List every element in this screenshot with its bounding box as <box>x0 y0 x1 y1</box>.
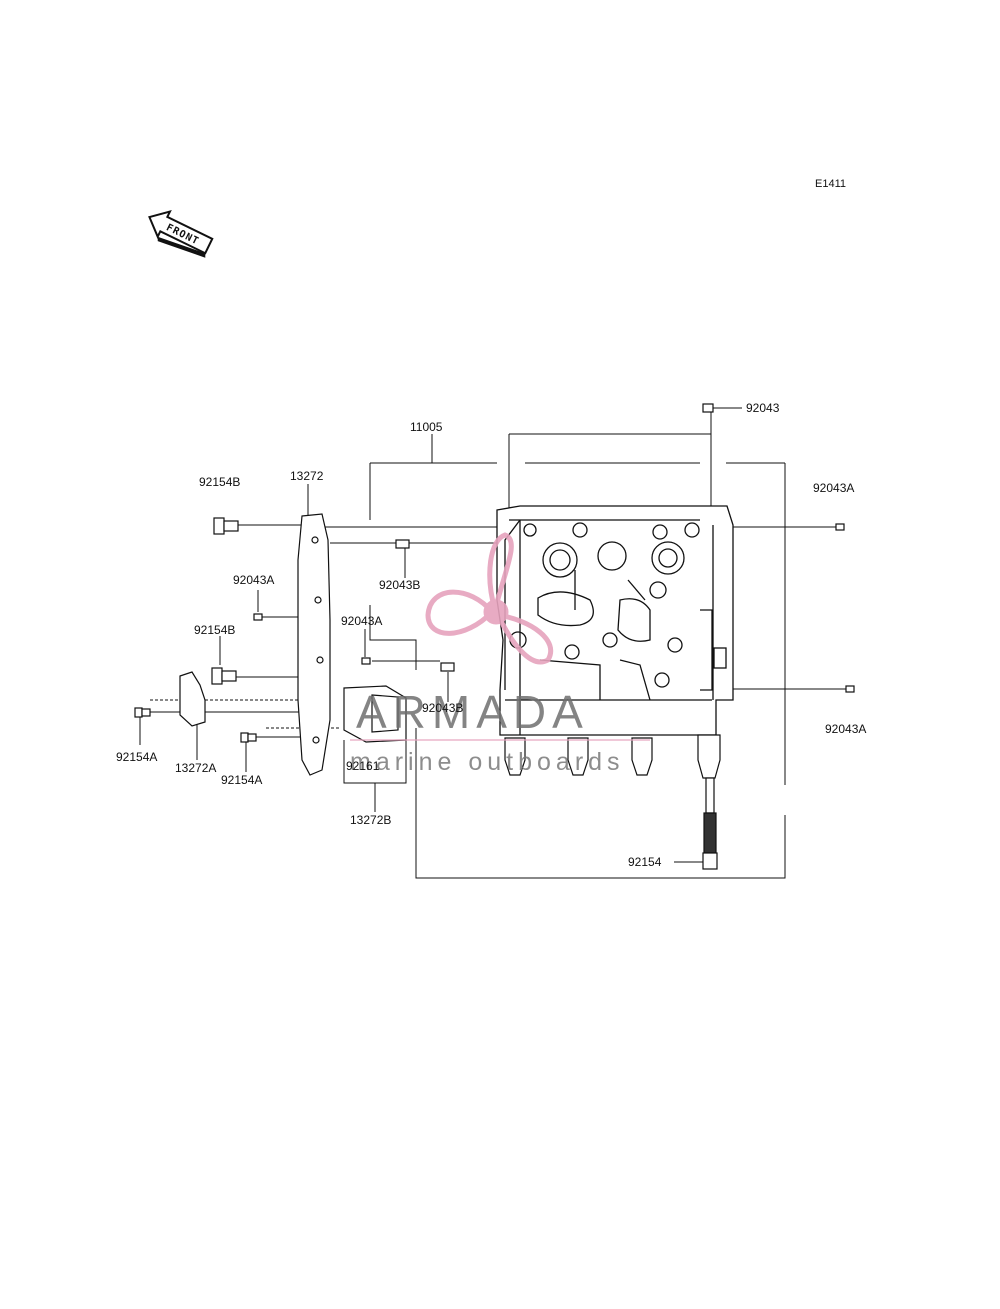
bolt-92154B-top <box>213 517 239 535</box>
label-92043A-left: 92043A <box>233 573 274 587</box>
front-arrow-icon: FRONT <box>148 209 214 258</box>
dowel-pins <box>253 403 855 693</box>
bolt-92154A-lower <box>240 732 257 743</box>
label-92043A-top: 92043A <box>813 481 854 495</box>
label-92043A-right: 92043A <box>825 722 866 736</box>
cylinder-block <box>496 505 734 736</box>
label-92043A-mid: 92043A <box>341 614 382 628</box>
label-92154A-lower: 92154A <box>221 773 262 787</box>
label-92154A-left: 92154A <box>116 750 157 764</box>
gasket-13272 <box>297 513 331 776</box>
label-13272B: 13272B <box>350 813 391 827</box>
diagram-code: E1411 <box>815 178 846 190</box>
plate-13272B <box>343 685 407 743</box>
label-92154: 92154 <box>628 855 662 869</box>
bolt-92154 <box>702 777 718 870</box>
propeller-logo-icon <box>425 532 553 665</box>
bearing-caps <box>504 734 721 779</box>
leader-lines <box>139 407 846 879</box>
watermark-tagline: marine outboards <box>350 748 625 776</box>
bracket-13272A <box>179 671 206 727</box>
label-92043B-lower: 92043B <box>422 701 463 715</box>
label-92043: 92043 <box>746 401 780 415</box>
bolt-92154A-left <box>134 707 151 718</box>
label-13272: 13272 <box>290 469 324 483</box>
bolt-92154B-mid <box>211 667 237 685</box>
label-92043B-upper: 92043B <box>379 578 420 592</box>
label-13272A: 13272A <box>175 761 216 775</box>
brand-watermark: ARMADA marine outboards <box>350 532 650 776</box>
label-92154B-mid: 92154B <box>194 623 235 637</box>
label-92154B-top: 92154B <box>199 475 240 489</box>
label-11005: 11005 <box>410 420 443 434</box>
watermark-brand: ARMADA <box>356 686 589 738</box>
label-92161: 92161 <box>346 759 380 773</box>
